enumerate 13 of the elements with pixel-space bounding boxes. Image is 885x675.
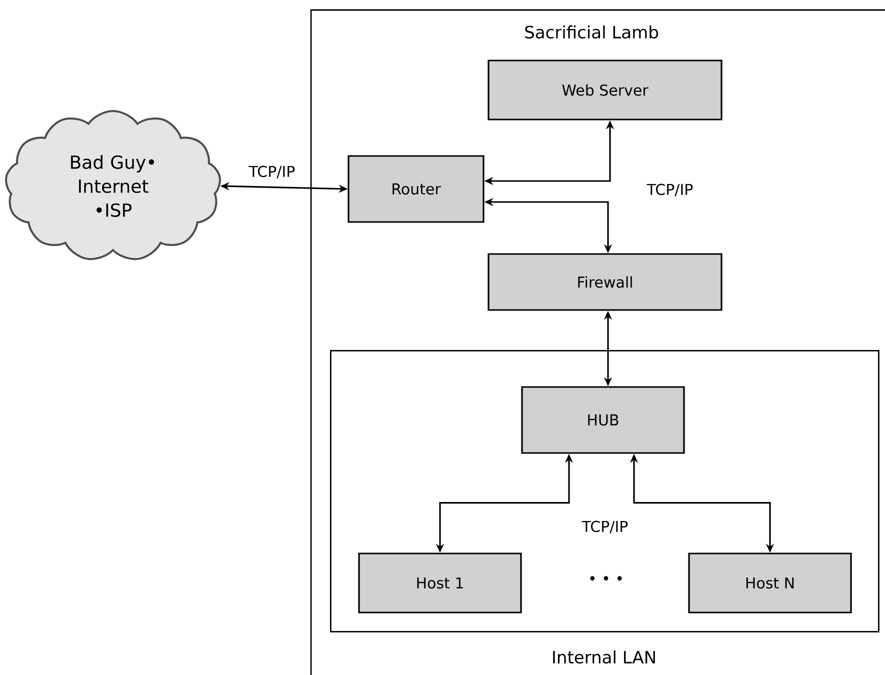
network-cloud: Bad Guy• Internet •ISP bbox=[5, 110, 221, 260]
device-box: Router bbox=[348, 155, 484, 223]
device-box: HUB bbox=[521, 386, 685, 454]
device-box: Web Server bbox=[488, 60, 722, 120]
edge-label: TCP/IP bbox=[248, 164, 296, 180]
connection-label: TCP/IP bbox=[582, 520, 628, 534]
device-box: Host 1 bbox=[358, 552, 522, 614]
zone-title: Internal LAN bbox=[553, 650, 655, 664]
ellipsis: • • • bbox=[590, 576, 622, 580]
connection-label: TCP/IP bbox=[646, 184, 693, 196]
zone-title: Sacrificial Lamb bbox=[525, 25, 658, 39]
device-box: Host N bbox=[688, 552, 852, 614]
device-box: Firewall bbox=[488, 253, 722, 311]
